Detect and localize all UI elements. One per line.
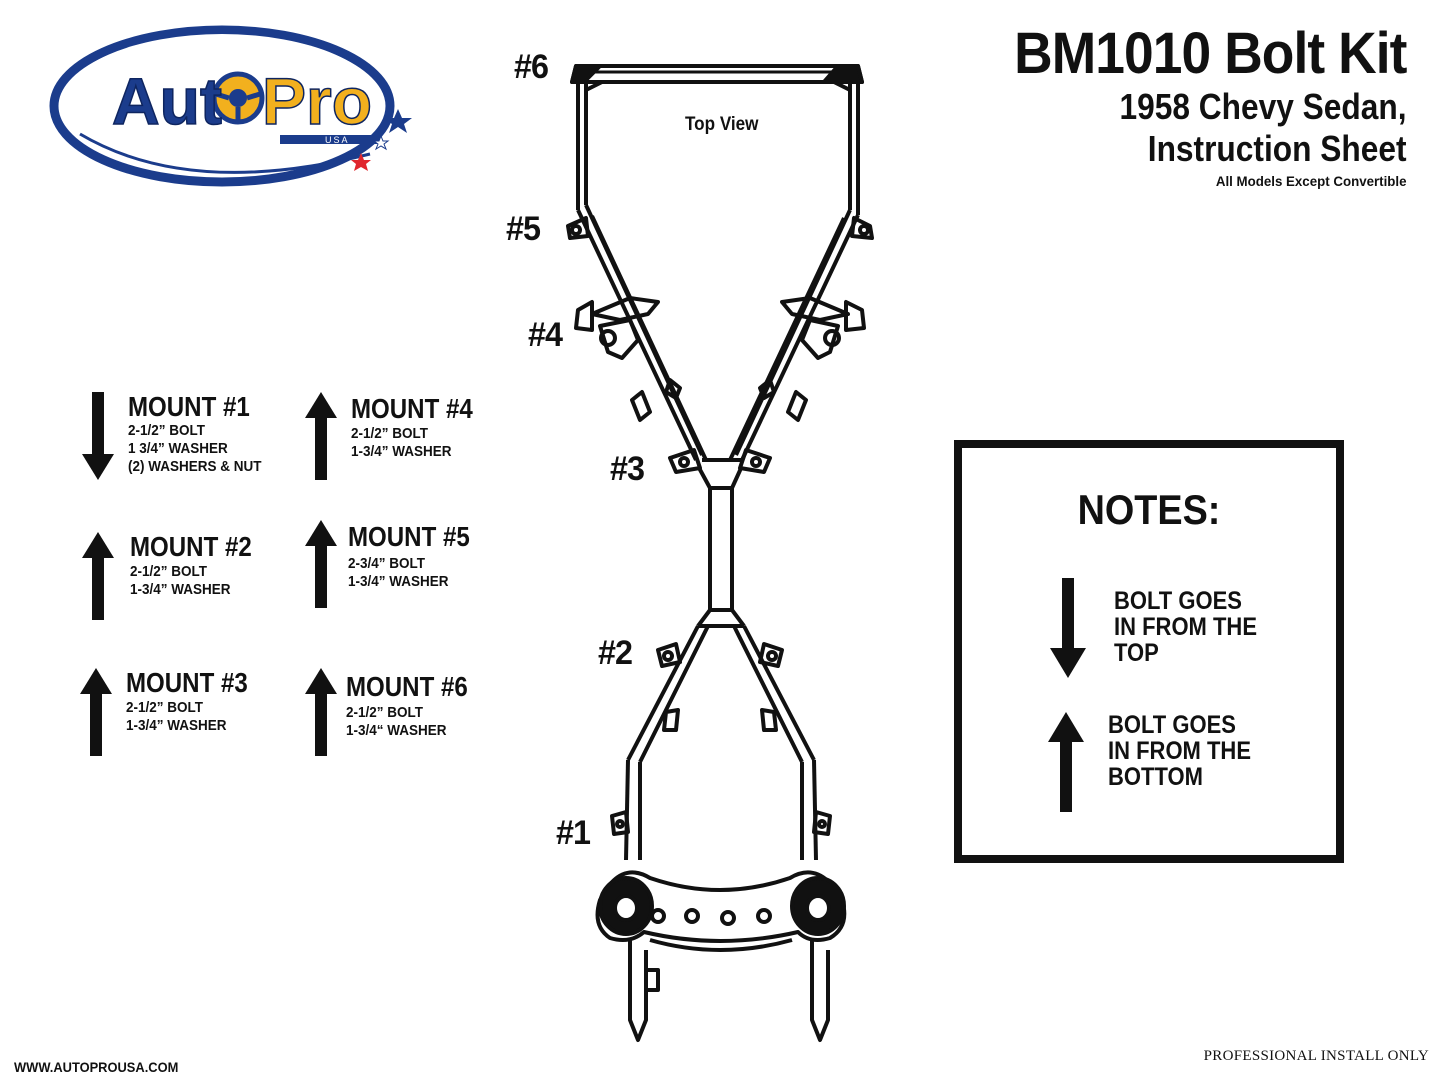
frame-label-3: #3 [610,450,645,488]
note-down-line: IN FROM THE [1114,613,1257,641]
mount-spec: 2-1/2” BOLT [346,704,424,721]
frame-diagram: Top View #6 #5 #4 #3 #2 #1 [480,40,920,1050]
note-down-line: BOLT GOES [1114,587,1242,615]
mount-spec: 1 3/4” WASHER [128,440,228,457]
note-down-line: TOP [1114,639,1159,667]
note-up-line: BOLT GOES [1108,711,1236,739]
mount-title: MOUNT #3 [126,667,248,698]
models-note: All Models Except Convertible [1216,173,1407,189]
mount-spec: 2-1/2” BOLT [130,563,208,580]
notes-box: NOTES: BOLT GOES IN FROM THE TOP BOLT GO… [954,440,1344,863]
mount-3-legend: MOUNT #3 2-1/2” BOLT 1-3/4” WASHER [80,666,300,761]
arrow-up-icon [1048,712,1084,812]
mount-spec: 1-3/4” WASHER [130,581,231,598]
logo-brand-left: Aut [112,64,222,138]
mount-spec: 2-1/2” BOLT [126,699,204,716]
arrow-up-icon [305,668,337,756]
arrow-up-icon [305,392,337,480]
mount-spec: 1-3/4” WASHER [348,573,449,590]
mount-1-legend: MOUNT #1 2-1/2” BOLT 1 3/4” WASHER (2) W… [82,390,302,485]
frame-label-5: #5 [506,210,541,248]
vehicle-subtitle: 1958 Chevy Sedan, [1119,86,1407,127]
arrow-up-icon [305,520,337,608]
mount-title: MOUNT #1 [128,391,250,422]
mount-title: MOUNT #4 [351,393,473,424]
website-link[interactable]: WWW.AUTOPROUSA.COM [14,1059,179,1075]
mount-title: MOUNT #5 [348,521,470,552]
mount-title: MOUNT #6 [346,671,468,702]
mount-spec: 2-3/4” BOLT [348,555,426,572]
notes-title: NOTES: [1077,486,1221,533]
logo-country: USA [325,135,350,145]
arrow-down-icon [1050,578,1086,678]
page-title: BM1010 Bolt Kit [1014,21,1408,86]
mount-5-legend: MOUNT #5 2-3/4” BOLT 1-3/4” WASHER [305,518,525,613]
frame-label-1: #1 [556,814,591,852]
mount-spec: (2) WASHERS & NUT [128,458,262,475]
chassis-frame-drawing [566,64,874,1042]
mount-spec: 2-1/2” BOLT [351,425,429,442]
note-up-line: BOTTOM [1108,763,1203,791]
note-up-line: IN FROM THE [1108,737,1251,765]
mount-title: MOUNT #2 [130,531,252,562]
install-disclaimer: PROFESSIONAL INSTALL ONLY [1203,1048,1429,1064]
title-block: BM1010 Bolt Kit 1958 Chevy Sedan, Instru… [980,21,1408,190]
mount-spec: 1-3/4” WASHER [126,717,227,734]
arrow-down-icon [82,392,114,480]
mount-spec: 1-3/4“ WASHER [346,722,447,739]
sheet-subtitle: Instruction Sheet [1148,128,1407,169]
mount-spec: 1-3/4” WASHER [351,443,452,460]
top-view-label: Top View [685,114,759,135]
arrow-up-icon [82,532,114,620]
frame-label-6: #6 [514,48,549,86]
arrow-up-icon [80,668,112,756]
mount-6-legend: MOUNT #6 2-1/2” BOLT 1-3/4“ WASHER [305,666,525,761]
mount-4-legend: MOUNT #4 2-1/2” BOLT 1-3/4” WASHER [305,390,525,485]
autopro-logo: Aut Pro USA [40,14,420,194]
logo-swoosh-graphic: Aut Pro USA [49,25,412,187]
frame-label-2: #2 [598,634,633,672]
frame-label-4: #4 [528,316,563,354]
logo-brand-right: Pro [262,64,372,138]
mount-spec: 2-1/2” BOLT [128,422,206,439]
mount-2-legend: MOUNT #2 2-1/2” BOLT 1-3/4” WASHER [82,530,302,625]
